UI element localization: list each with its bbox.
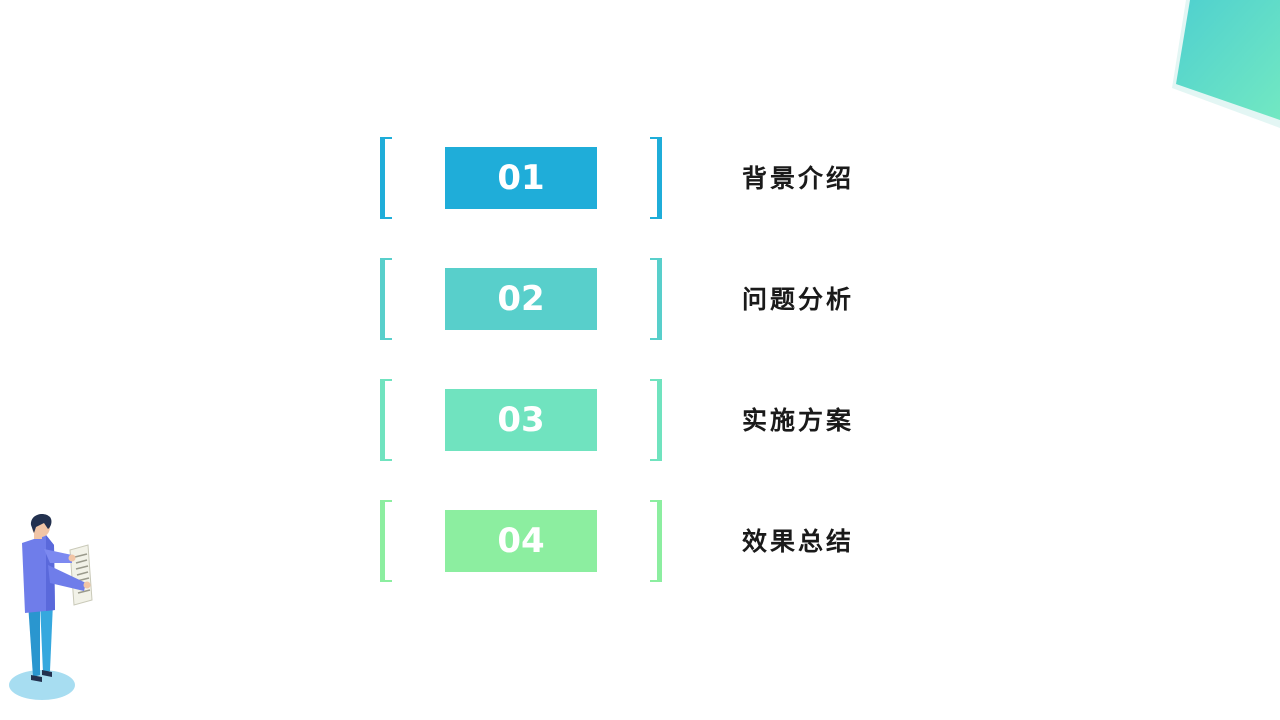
person-reading-icon [9,513,93,700]
toc-item-04[interactable]: 04 效果总结 [380,500,900,584]
right-bracket [650,258,662,340]
corner-decoration [1172,0,1280,128]
toc-item-02[interactable]: 02 问题分析 [380,258,900,342]
right-bracket [650,500,662,582]
left-bracket [380,258,392,340]
number-badge: 04 [445,510,597,572]
number-badge: 03 [445,389,597,451]
right-bracket [650,379,662,461]
number-badge: 02 [445,268,597,330]
toc-item-label: 效果总结 [742,527,855,556]
number-badge: 01 [445,147,597,209]
left-bracket [380,379,392,461]
toc-item-label: 问题分析 [742,285,855,314]
left-bracket [380,500,392,582]
toc-item-03[interactable]: 03 实施方案 [380,379,900,463]
toc-item-label: 背景介绍 [742,164,855,193]
toc-item-label: 实施方案 [742,406,855,435]
right-bracket [650,137,662,219]
toc-item-01[interactable]: 01 背景介绍 [380,137,900,221]
left-bracket [380,137,392,219]
